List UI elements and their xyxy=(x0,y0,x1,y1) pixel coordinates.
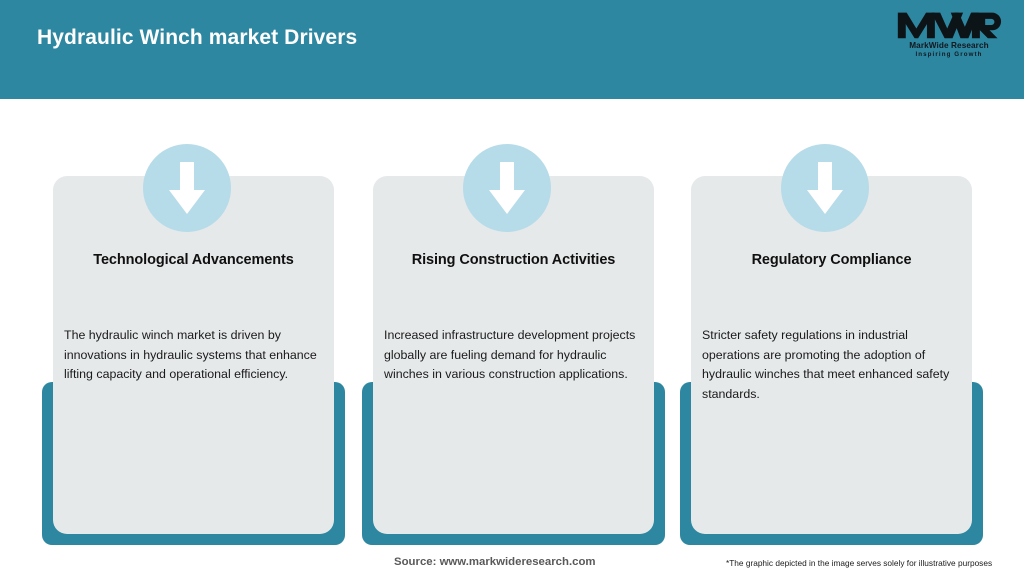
logo-tagline: Inspiring Growth xyxy=(915,51,983,58)
card-title: Rising Construction Activities xyxy=(411,252,616,268)
page-title: Hydraulic Winch market Drivers xyxy=(37,26,358,49)
source-label: Source: www.markwideresearch.com xyxy=(394,556,596,568)
driver-card-2[interactable]: Rising Construction Activities Increased… xyxy=(362,0,665,576)
mwr-monogram-icon xyxy=(897,12,1002,39)
brand-logo: MarkWide Research Inspiring Growth xyxy=(896,10,1002,62)
card-title: Regulatory Compliance xyxy=(751,252,912,268)
card-title: Technological Advancements xyxy=(93,252,294,268)
card-description: Stricter safety regulations in industria… xyxy=(702,328,950,401)
card-description: Increased infrastructure development pro… xyxy=(384,328,636,382)
down-arrow-badge xyxy=(143,144,231,232)
page-header: Hydraulic Winch market Drivers MarkWide … xyxy=(0,0,1024,99)
down-arrow-badge xyxy=(463,144,551,232)
driver-card-3[interactable]: Regulatory Compliance Stricter safety re… xyxy=(680,0,983,576)
card-description: The hydraulic winch market is driven by … xyxy=(64,328,317,382)
down-arrow-icon xyxy=(169,162,205,214)
card-panel: Technological Advancements The hydraulic… xyxy=(53,176,334,534)
down-arrow-icon xyxy=(489,162,525,214)
disclaimer-label: *The graphic depicted in the image serve… xyxy=(726,558,993,568)
down-arrow-badge xyxy=(781,144,869,232)
logo-company-name: MarkWide Research xyxy=(909,41,989,50)
card-panel: Rising Construction Activities Increased… xyxy=(373,176,654,534)
driver-card-1[interactable]: Technological Advancements The hydraulic… xyxy=(42,0,345,576)
card-panel: Regulatory Compliance Stricter safety re… xyxy=(691,176,972,534)
down-arrow-icon xyxy=(807,162,843,214)
